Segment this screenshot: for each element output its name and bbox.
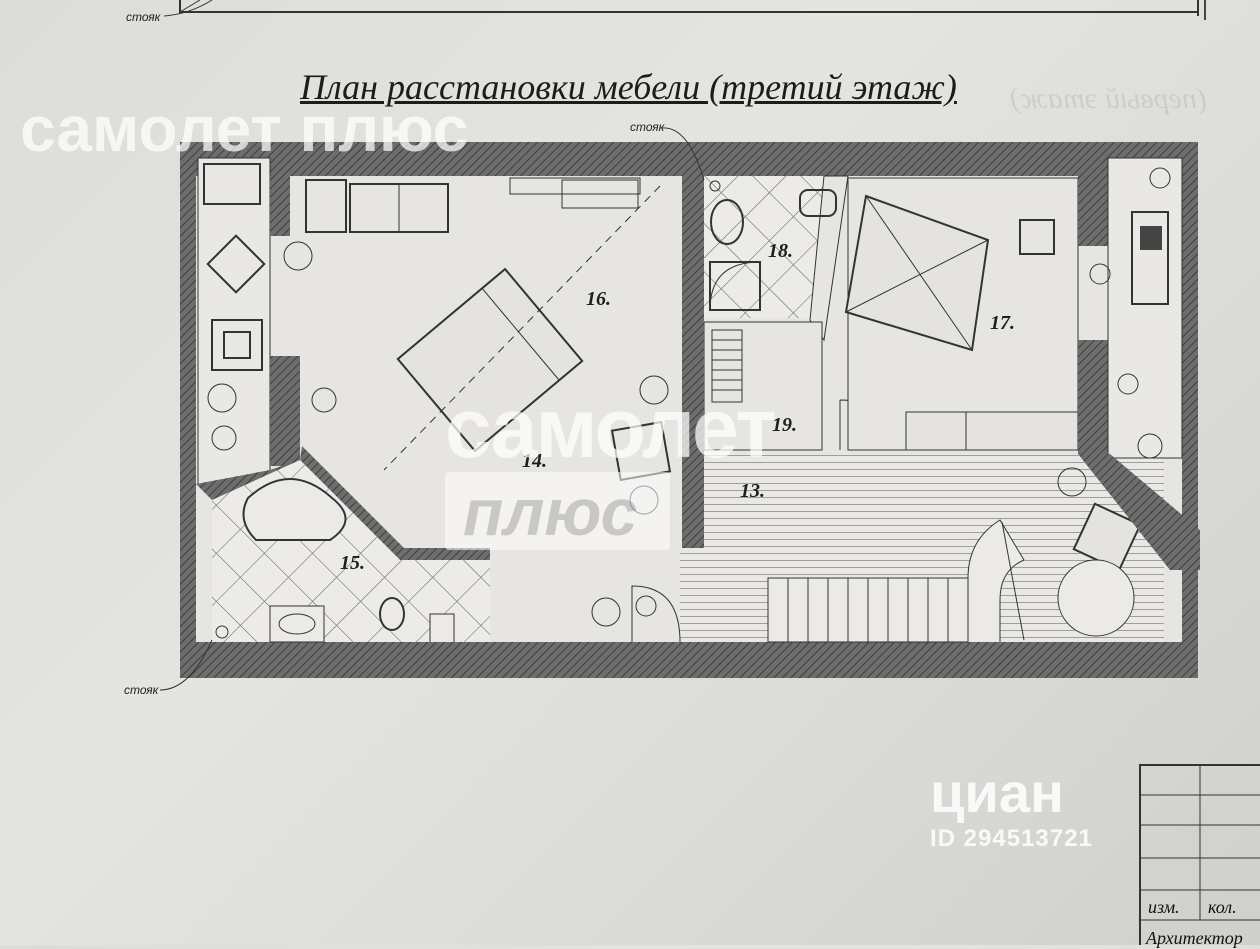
riser-label-bottom: стояк — [124, 683, 159, 697]
plan-title: План расстановки мебели (третий этаж) — [300, 67, 957, 107]
right-balcony — [1089, 157, 1183, 459]
ghost-title-bleedthrough: (первый этаж) — [1010, 82, 1207, 115]
room-label-14: 14. — [522, 450, 547, 472]
riser-label-top: стояк — [630, 120, 665, 134]
left-balcony — [197, 157, 271, 485]
cian-listing-id: ID 294513721 — [930, 825, 1093, 852]
room-label-15: 15. — [340, 552, 365, 574]
room-label-18: 18. — [768, 240, 793, 262]
stamp-izm: изм. — [1148, 897, 1180, 917]
room-14-corridor-lower — [490, 548, 681, 643]
room-19-hall — [703, 321, 891, 451]
riser-label-top-left: стояк — [126, 10, 161, 24]
cian-logo-text: циан — [930, 761, 1064, 824]
room-label-17: 17. — [990, 312, 1015, 334]
plus-watermark-text: плюс — [463, 475, 638, 549]
previous-sheet-fragment — [179, 0, 1206, 20]
samolet-watermark-top: самолет плюс — [20, 93, 469, 165]
cian-watermark: циан ID 294513721 — [930, 760, 1093, 853]
room-13-stair-hall — [680, 454, 1164, 643]
title-block — [1139, 764, 1260, 945]
room-18-bathroom — [704, 175, 849, 342]
stamp-kol: кол. — [1208, 897, 1237, 917]
room-15-bathroom — [212, 460, 490, 643]
plus-watermark-box: плюс — [445, 472, 670, 550]
samolet-watermark-center: самолет — [445, 381, 777, 475]
room-label-16: 16. — [586, 288, 611, 310]
stamp-architect: Архитектор — [1146, 928, 1243, 948]
room-17-bedroom — [844, 177, 1079, 451]
room-label-13: 13. — [740, 480, 765, 502]
room-label-19: 19. — [772, 414, 797, 436]
